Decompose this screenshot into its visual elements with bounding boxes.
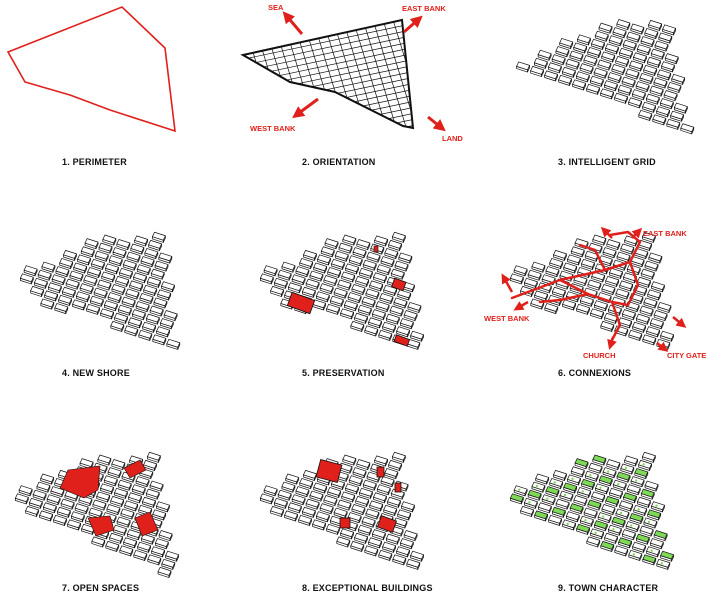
caption-town-character: 9. TOWN CHARACTER: [558, 583, 659, 593]
caption-open-spaces: 7. OPEN SPACES: [62, 583, 140, 593]
caption-exceptional-buildings: 8. EXCEPTIONAL BUILDINGS: [302, 583, 433, 593]
panel-open-spaces: [14, 451, 180, 579]
caption-preservation: 5. PRESERVATION: [302, 368, 385, 378]
caption-orientation: 2. ORIENTATION: [302, 157, 376, 167]
open-spaces: [59, 459, 159, 537]
panel-perimeter: [6, 6, 176, 133]
perimeter-outline: [6, 6, 176, 133]
caption-intelligent-grid: 3. INTELLIGENT GRID: [558, 157, 656, 167]
panel-intelligent-grid: [516, 19, 695, 135]
caption-connexions: 6. CONNEXIONS: [558, 368, 632, 378]
exceptional-buildings: [315, 458, 402, 533]
connexion-arrows: [501, 226, 687, 352]
caption-new-shore: 4. NEW SHORE: [62, 368, 130, 378]
arrow-sea: [282, 11, 304, 35]
label-west-bank-6: WEST BANK: [484, 314, 530, 323]
preserved-buildings: [286, 245, 411, 347]
label-east-bank-6: EAST BANK: [643, 229, 687, 238]
arrow-east-bank: [403, 15, 423, 34]
label-city-gate: CITY GATE: [667, 351, 706, 360]
arrow-land: [427, 115, 446, 132]
panel-exceptional-buildings: [259, 451, 425, 570]
panel-preservation: [259, 231, 425, 350]
panel-new-shore: [19, 231, 181, 350]
label-sea: SEA: [268, 3, 284, 12]
arrow-west-bank: [292, 97, 319, 119]
connexion-routes: [510, 230, 642, 342]
caption-perimeter: 1. PERIMETER: [62, 157, 127, 167]
label-land: LAND: [442, 134, 463, 143]
orientation-outline: [240, 18, 415, 130]
label-church: CHURCH: [583, 351, 616, 360]
label-east-bank: EAST BANK: [402, 4, 446, 13]
panel-town-character: [509, 451, 675, 570]
label-west-bank: WEST BANK: [250, 124, 296, 133]
